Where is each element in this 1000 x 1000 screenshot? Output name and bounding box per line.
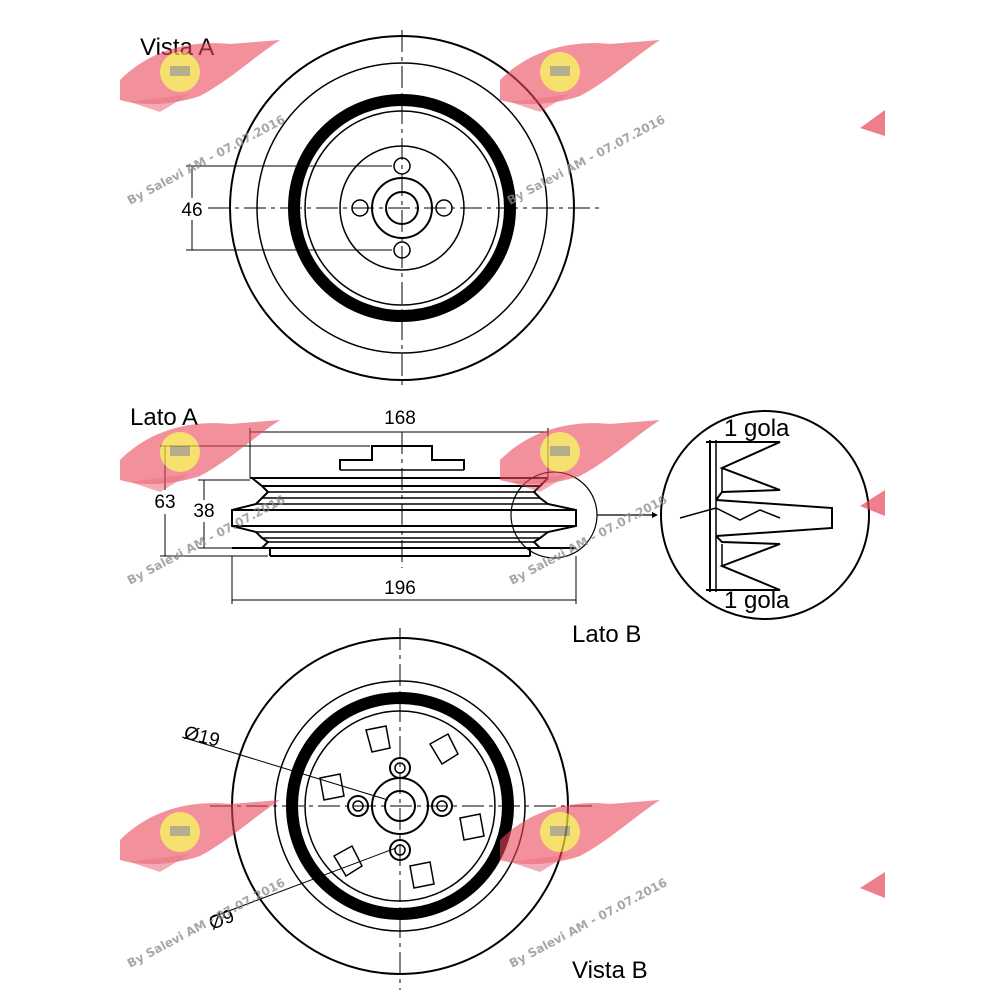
wm-fragment-3 xyxy=(860,872,885,898)
dim-o9-leader xyxy=(209,847,397,919)
wm-fragment-1 xyxy=(860,110,885,136)
dim-o19-label: Ø19 xyxy=(182,722,222,751)
wm-fragment-2 xyxy=(860,490,885,516)
pocket-2 xyxy=(428,732,459,766)
pocket-6 xyxy=(409,861,435,889)
detail-groove-top xyxy=(706,441,781,501)
detail-leader-arrow xyxy=(652,512,658,518)
watermark-text-4: By Salevi AM - 07.07.2016 xyxy=(507,492,670,587)
watermark-bottom-right: By Salevi AM - 07.07.2016 xyxy=(500,800,669,971)
groove-detail: 1 gola 1 gola xyxy=(660,410,870,620)
side-right-profile xyxy=(532,477,577,549)
watermark-text-5: By Salevi AM - 07.07.2016 xyxy=(125,875,288,970)
watermark-top-left: By Salevi AM - 07.07.2016 xyxy=(120,40,287,208)
watermark-text-1: By Salevi AM - 07.07.2016 xyxy=(125,112,288,207)
dim-46-label: 46 xyxy=(181,200,202,221)
detail-circle xyxy=(660,410,870,620)
pocket-3 xyxy=(319,773,345,801)
pocket-1 xyxy=(365,725,391,753)
dim-38-label: 38 xyxy=(193,501,214,522)
side-view: 168 63 38 196 Lato A Lato B xyxy=(130,404,658,648)
watermark-text-2: By Salevi AM - 07.07.2016 xyxy=(505,112,668,207)
watermark-top-right: By Salevi AM - 07.07.2016 xyxy=(500,40,667,208)
side-left-profile xyxy=(231,477,270,549)
vista-b-label: Vista B xyxy=(572,957,648,984)
pocket-4 xyxy=(459,813,485,841)
detail-center-zigzag xyxy=(679,507,781,521)
vista-b-pockets xyxy=(319,725,485,889)
groove-top-label: 1 gola xyxy=(724,415,790,442)
detail-groove-bottom xyxy=(706,535,781,591)
detail-rim xyxy=(715,499,833,537)
dim-63-label: 63 xyxy=(154,492,175,513)
dim-168-label: 168 xyxy=(384,408,416,429)
watermark-bottom-left: By Salevi AM - 07.07.2016 xyxy=(120,800,287,971)
watermark-edge-fragments xyxy=(860,110,885,898)
groove-bottom-label: 1 gola xyxy=(724,587,790,614)
pocket-5 xyxy=(332,844,363,878)
dim-196-label: 196 xyxy=(384,578,416,599)
lato-b-label: Lato B xyxy=(572,621,641,648)
dim-o19-leader xyxy=(181,736,389,801)
